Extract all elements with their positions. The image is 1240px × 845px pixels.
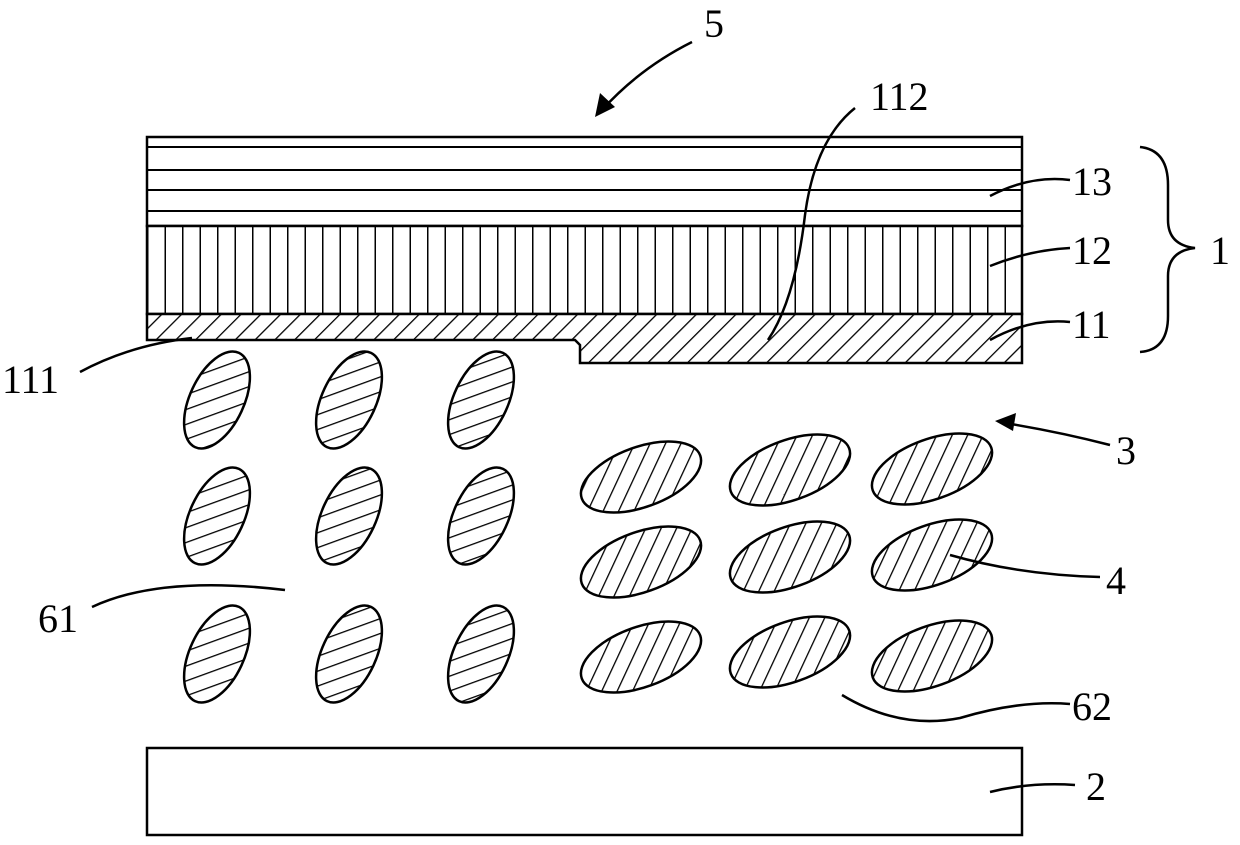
label-4: 4	[1106, 558, 1126, 603]
lc-molecule	[863, 505, 1002, 604]
lc-molecule	[572, 512, 711, 611]
layer-group-brace	[1140, 147, 1195, 352]
lc-molecule	[721, 602, 860, 701]
label-5: 5	[704, 1, 724, 46]
label-111: 111	[2, 357, 59, 402]
label-13: 13	[1072, 159, 1112, 204]
label-112: 112	[870, 74, 929, 119]
substrate-2	[147, 748, 1022, 835]
lc-molecule	[171, 457, 264, 574]
label-61: 61	[38, 596, 78, 641]
lc-molecule	[863, 419, 1002, 518]
label-12: 12	[1072, 228, 1112, 273]
lc-molecule	[435, 341, 528, 458]
lc-molecule	[435, 457, 528, 574]
label-62: 62	[1072, 684, 1112, 729]
lc-molecule	[863, 606, 1002, 705]
molecule-group-62	[572, 419, 1002, 706]
label-2: 2	[1086, 764, 1106, 809]
lc-molecule	[721, 507, 860, 606]
lc-molecule	[435, 595, 528, 712]
lc-molecule	[572, 427, 711, 526]
lc-molecule	[721, 420, 860, 519]
lc-molecule	[171, 341, 264, 458]
lc-molecule	[572, 607, 711, 706]
lc-molecule	[303, 595, 396, 712]
lc-molecule	[303, 341, 396, 458]
label-3: 3	[1116, 428, 1136, 473]
label-1: 1	[1210, 228, 1230, 273]
lc-molecule	[303, 457, 396, 574]
label-11: 11	[1072, 302, 1111, 347]
lc-molecule	[171, 595, 264, 712]
layer-11-hatched	[147, 314, 1022, 363]
molecule-group-61	[171, 341, 528, 712]
layer-12-vertical-pattern	[147, 226, 1022, 314]
film-layer-13	[147, 137, 1022, 226]
